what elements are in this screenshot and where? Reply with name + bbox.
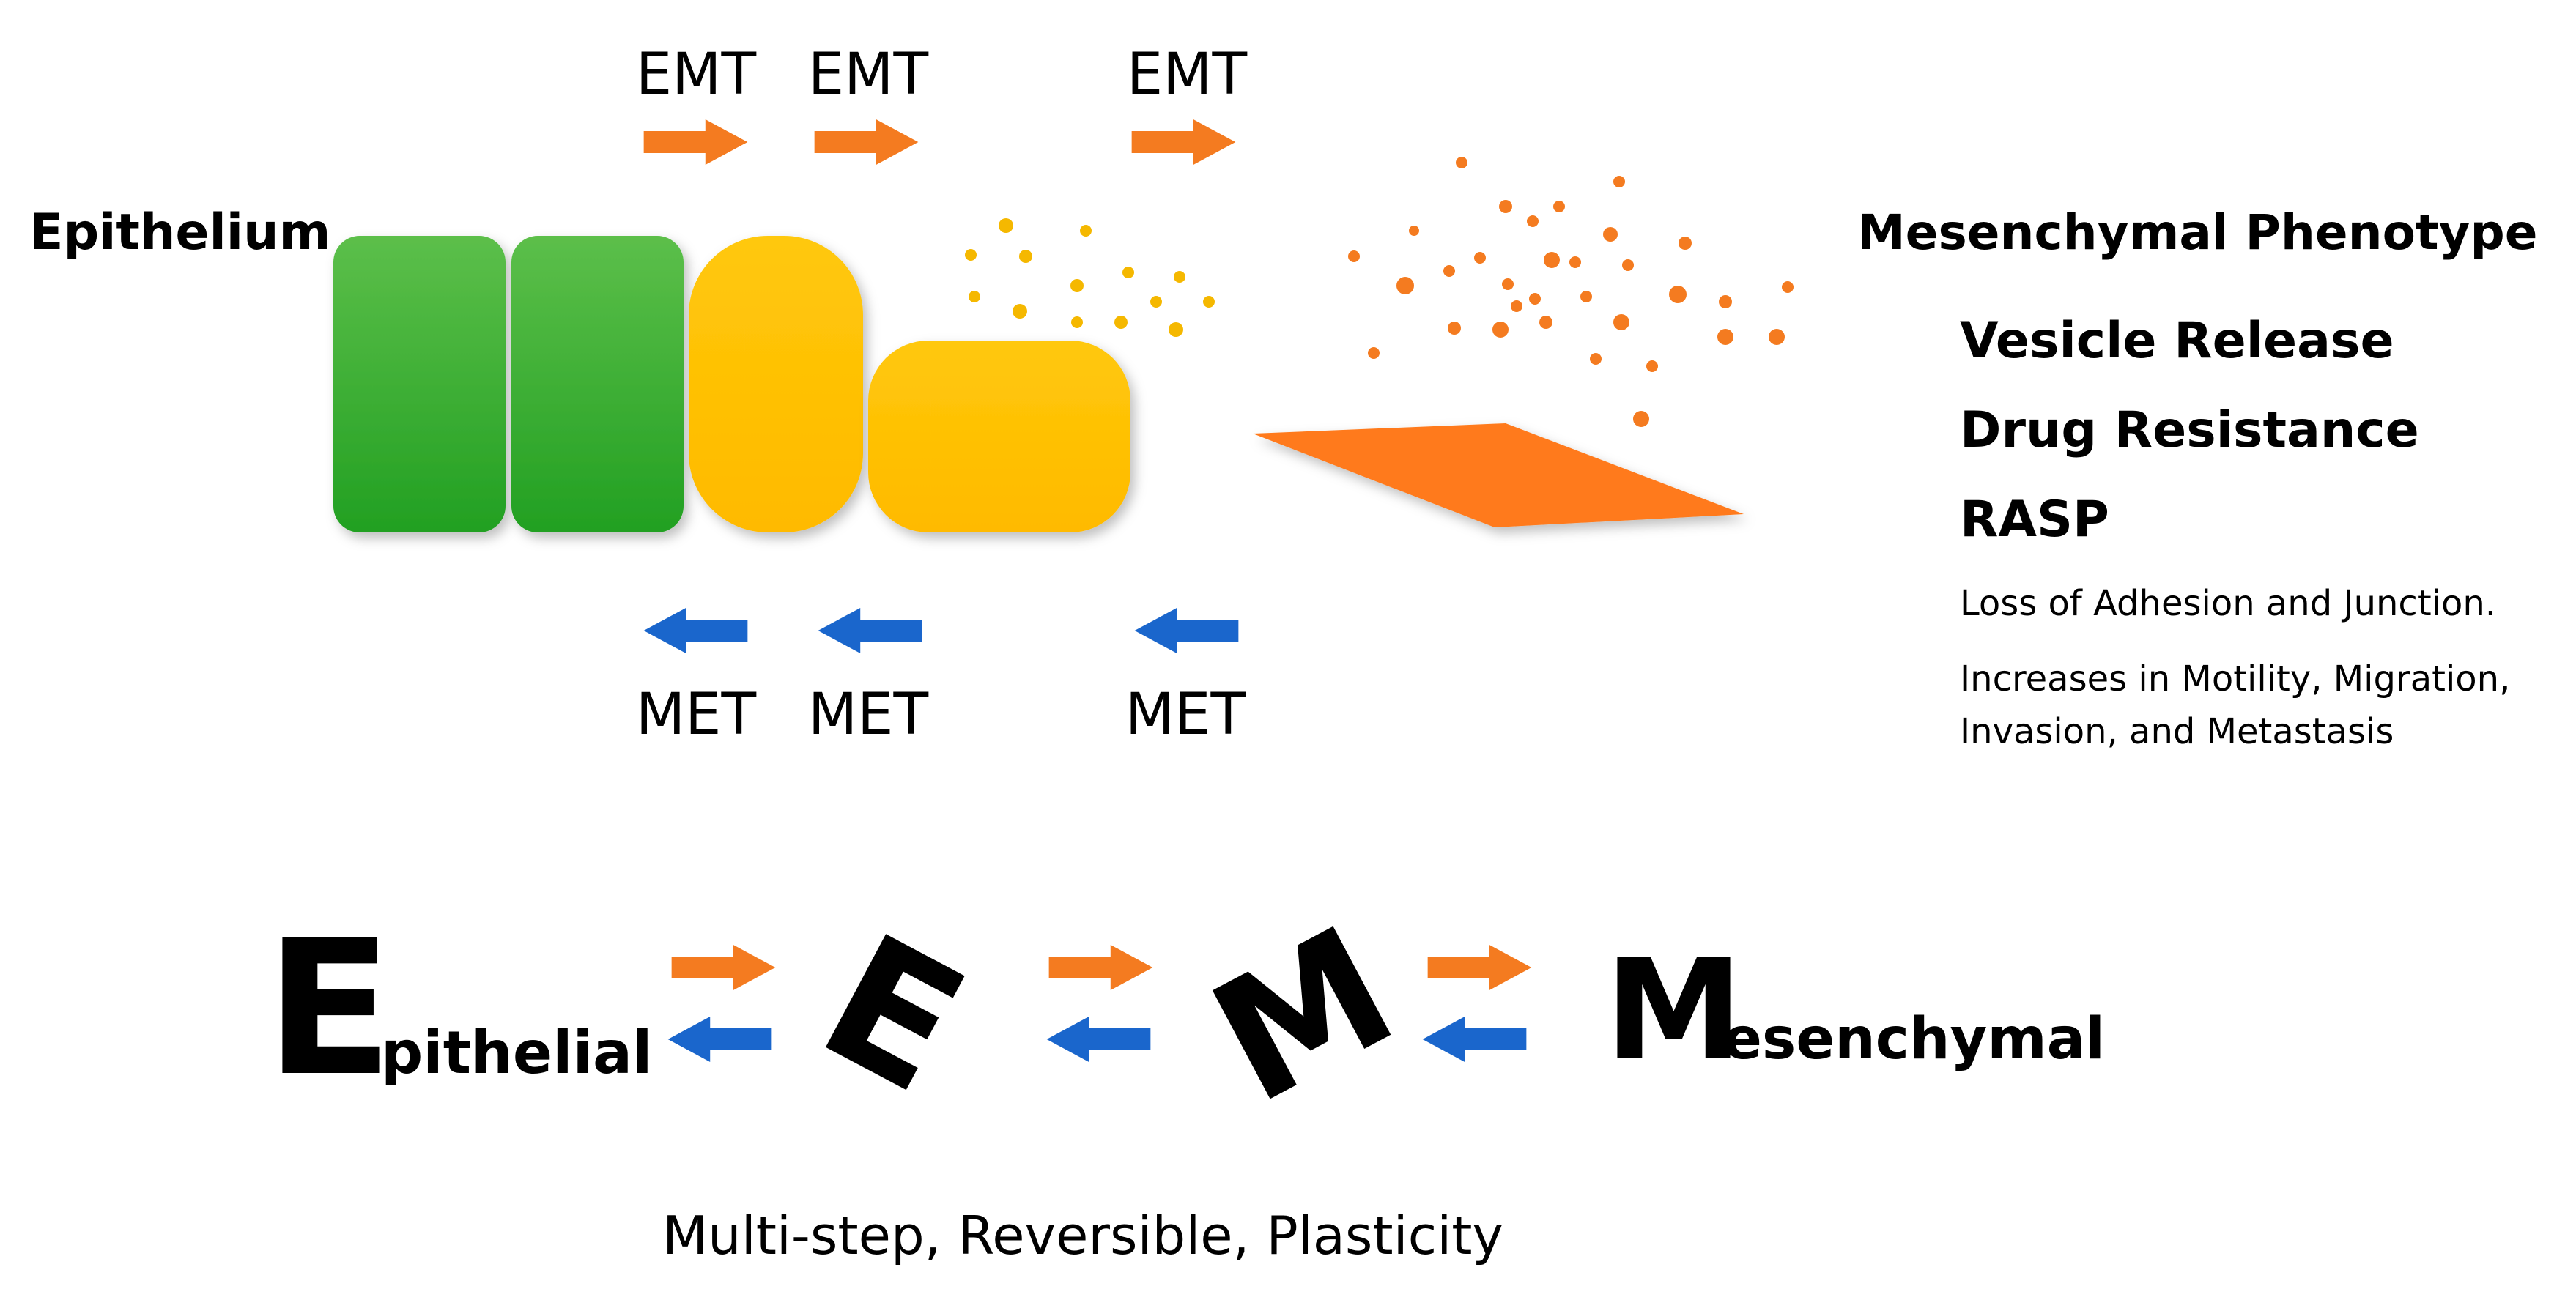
bottom-met-arrow-2 — [1046, 1017, 1151, 1062]
bottom-caption: Multi-step, Reversible, Plasticity — [662, 1205, 1503, 1266]
mesenchymal-rest: esenchymal — [1723, 1006, 2105, 1072]
bottom-emt-arrow-1 — [671, 945, 776, 990]
phenotype-item-vesicle-release: Vesicle Release — [1960, 312, 2394, 370]
intermediate-letter-2: M — [1183, 891, 1423, 1142]
emt-arrow-1 — [643, 119, 748, 165]
orange-vesicles — [1348, 157, 1794, 427]
epithelial-cell-1 — [333, 236, 506, 532]
emt-label-3: EMT — [1127, 42, 1248, 108]
mesenchymal-big-letter: M — [1605, 929, 1743, 1091]
phenotype-title: Mesenchymal Phenotype — [1857, 204, 2538, 261]
epithelial-big-letter: E — [265, 900, 393, 1118]
phenotype-detail-invasion: Invasion, and Metastasis — [1960, 711, 2394, 752]
phenotype-detail-motility: Increases in Motility, Migration, — [1960, 658, 2510, 699]
bottom-emt-arrow-3 — [1427, 945, 1532, 990]
yellow-vesicles — [965, 218, 1215, 337]
bottom-met-arrow-3 — [1422, 1017, 1527, 1062]
epithelial-rest: pithelial — [381, 1019, 652, 1087]
phenotype-item-rasp: RASP — [1960, 491, 2109, 549]
intermediate-cell-2 — [868, 341, 1130, 532]
phenotype-item-drug-resistance: Drug Resistance — [1960, 401, 2419, 459]
bottom-met-arrow-1 — [667, 1017, 772, 1062]
intermediate-cell-1 — [689, 236, 863, 532]
phenotype-detail-adhesion: Loss of Adhesion and Junction. — [1960, 583, 2496, 624]
epithelial-cell-2 — [511, 236, 684, 532]
mesenchymal-cell — [1253, 423, 1744, 527]
mesenchymal-wordmark: M esenchymal — [1605, 929, 2105, 1091]
met-arrow-2 — [818, 608, 922, 653]
emt-label-1: EMT — [636, 42, 757, 108]
met-arrow-3 — [1134, 608, 1239, 653]
epithelium-label: Epithelium — [29, 204, 330, 261]
emt-arrow-2 — [814, 119, 919, 165]
intermediate-letter-1: E — [792, 896, 994, 1133]
epithelial-wordmark: E pithelial — [265, 900, 652, 1118]
emt-arrow-3 — [1131, 119, 1236, 165]
met-arrow-1 — [643, 608, 748, 653]
met-label-1: MET — [636, 682, 757, 748]
emt-label-2: EMT — [808, 42, 929, 108]
bottom-emt-arrow-2 — [1048, 945, 1153, 990]
met-label-2: MET — [808, 682, 929, 748]
met-label-3: MET — [1125, 682, 1246, 748]
